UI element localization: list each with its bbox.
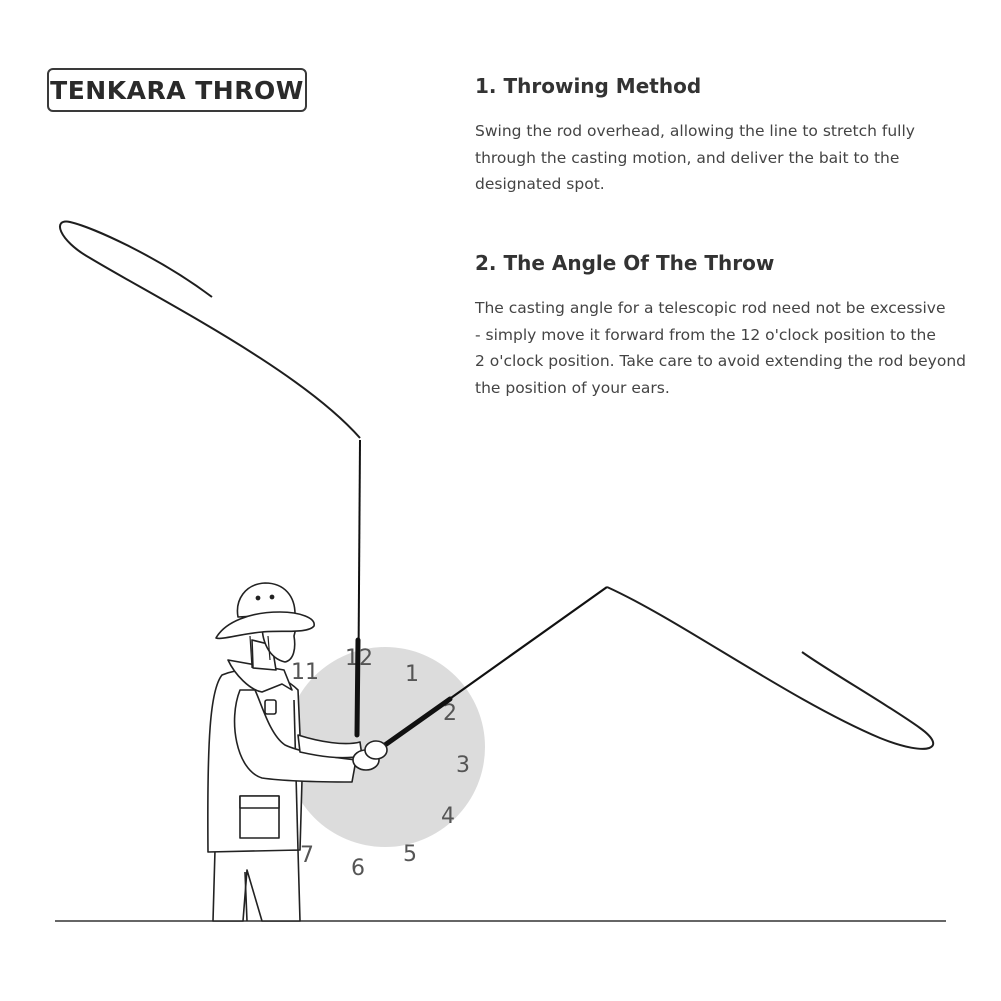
section-body: Swing the rod overhead, allowing the lin…: [475, 122, 915, 193]
section-heading: 1. Throwing Method: [475, 74, 702, 98]
clock-number-5: 5: [403, 842, 417, 867]
clock-number-11: 11: [291, 660, 319, 685]
section-heading: 2. The Angle Of The Throw: [475, 251, 775, 275]
clock-number-7: 7: [300, 843, 314, 868]
page-title: TENKARA THROW: [47, 68, 307, 112]
clock-number-6: 6: [351, 856, 365, 881]
clock-number-2: 2: [443, 701, 457, 726]
clock-number-3: 3: [456, 753, 470, 778]
rod-2-oclock-handle: [372, 696, 453, 755]
clock-number-4: 4: [441, 804, 455, 829]
fishing-line-forward-cast: [606, 586, 934, 750]
section-body: The casting angle for a telescopic rod n…: [475, 299, 966, 397]
fishing-line-back-cast: [59, 220, 361, 439]
section-angle-of-throw: 2. The Angle Of The Throw The casting an…: [475, 251, 975, 401]
rod-12-oclock-handle: [354, 637, 361, 738]
section-throwing-method: 1. Throwing Method Swing the rod overhea…: [475, 74, 975, 198]
angler-figure: [207, 582, 388, 922]
clock-number-1: 1: [405, 662, 419, 687]
